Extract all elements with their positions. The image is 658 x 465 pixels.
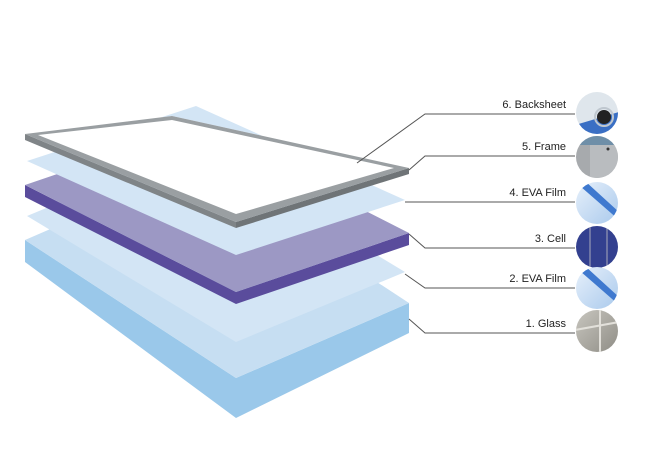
eva-film-upper-thumbnail (576, 182, 618, 224)
label-frame: 5. Frame (521, 141, 566, 153)
glass-thumbnail (576, 310, 618, 352)
label-eva-film-lower: 2. EVA Film (509, 273, 566, 285)
label-cell: 3. Cell (534, 233, 566, 245)
label-eva-film-upper: 4. EVA Film (509, 187, 566, 199)
frame-layer (25, 116, 409, 228)
eva-film-lower-thumbnail (576, 267, 618, 309)
frame-thumbnail (576, 136, 618, 178)
backsheet-thumbnail (576, 92, 618, 134)
leader-lines (356, 113, 575, 334)
solar-cell-thumbnail (576, 226, 618, 268)
label-glass: 1. Glass (525, 318, 566, 330)
label-backsheet: 6. Backsheet (502, 99, 566, 111)
